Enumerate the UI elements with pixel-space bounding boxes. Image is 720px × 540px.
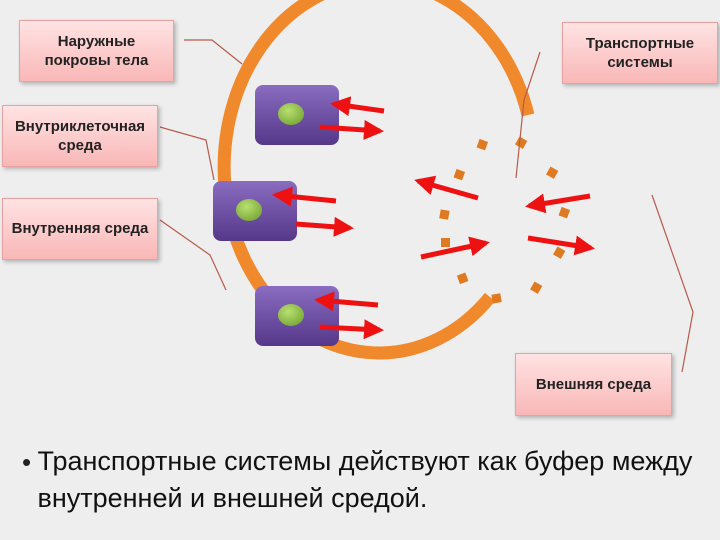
cell-middle — [213, 181, 297, 241]
cell-bottom — [255, 286, 339, 346]
label-leader-lines — [159, 39, 694, 373]
label-transport-systems: Транспортные системы — [562, 22, 718, 84]
outer-cover-ring — [217, 0, 535, 360]
bullet-dot: • — [22, 447, 32, 477]
gap-exchange-arrows — [414, 175, 595, 260]
cell-exchange-arrows — [272, 96, 385, 340]
label-intracellular-environment: Внутриклеточная среда — [2, 105, 158, 167]
caption-bullet: • Транспортные системы действуют как буф… — [22, 443, 716, 517]
label-outer-covers: Наружные покровы тела — [19, 20, 174, 82]
caption-text: Транспортные системы действуют как буфер… — [37, 446, 693, 513]
label-internal-environment: Внутренняя среда — [2, 198, 158, 260]
cell-top — [255, 85, 339, 145]
transport-gap-dashes — [439, 136, 571, 304]
label-external-environment: Внешняя среда — [515, 353, 672, 416]
